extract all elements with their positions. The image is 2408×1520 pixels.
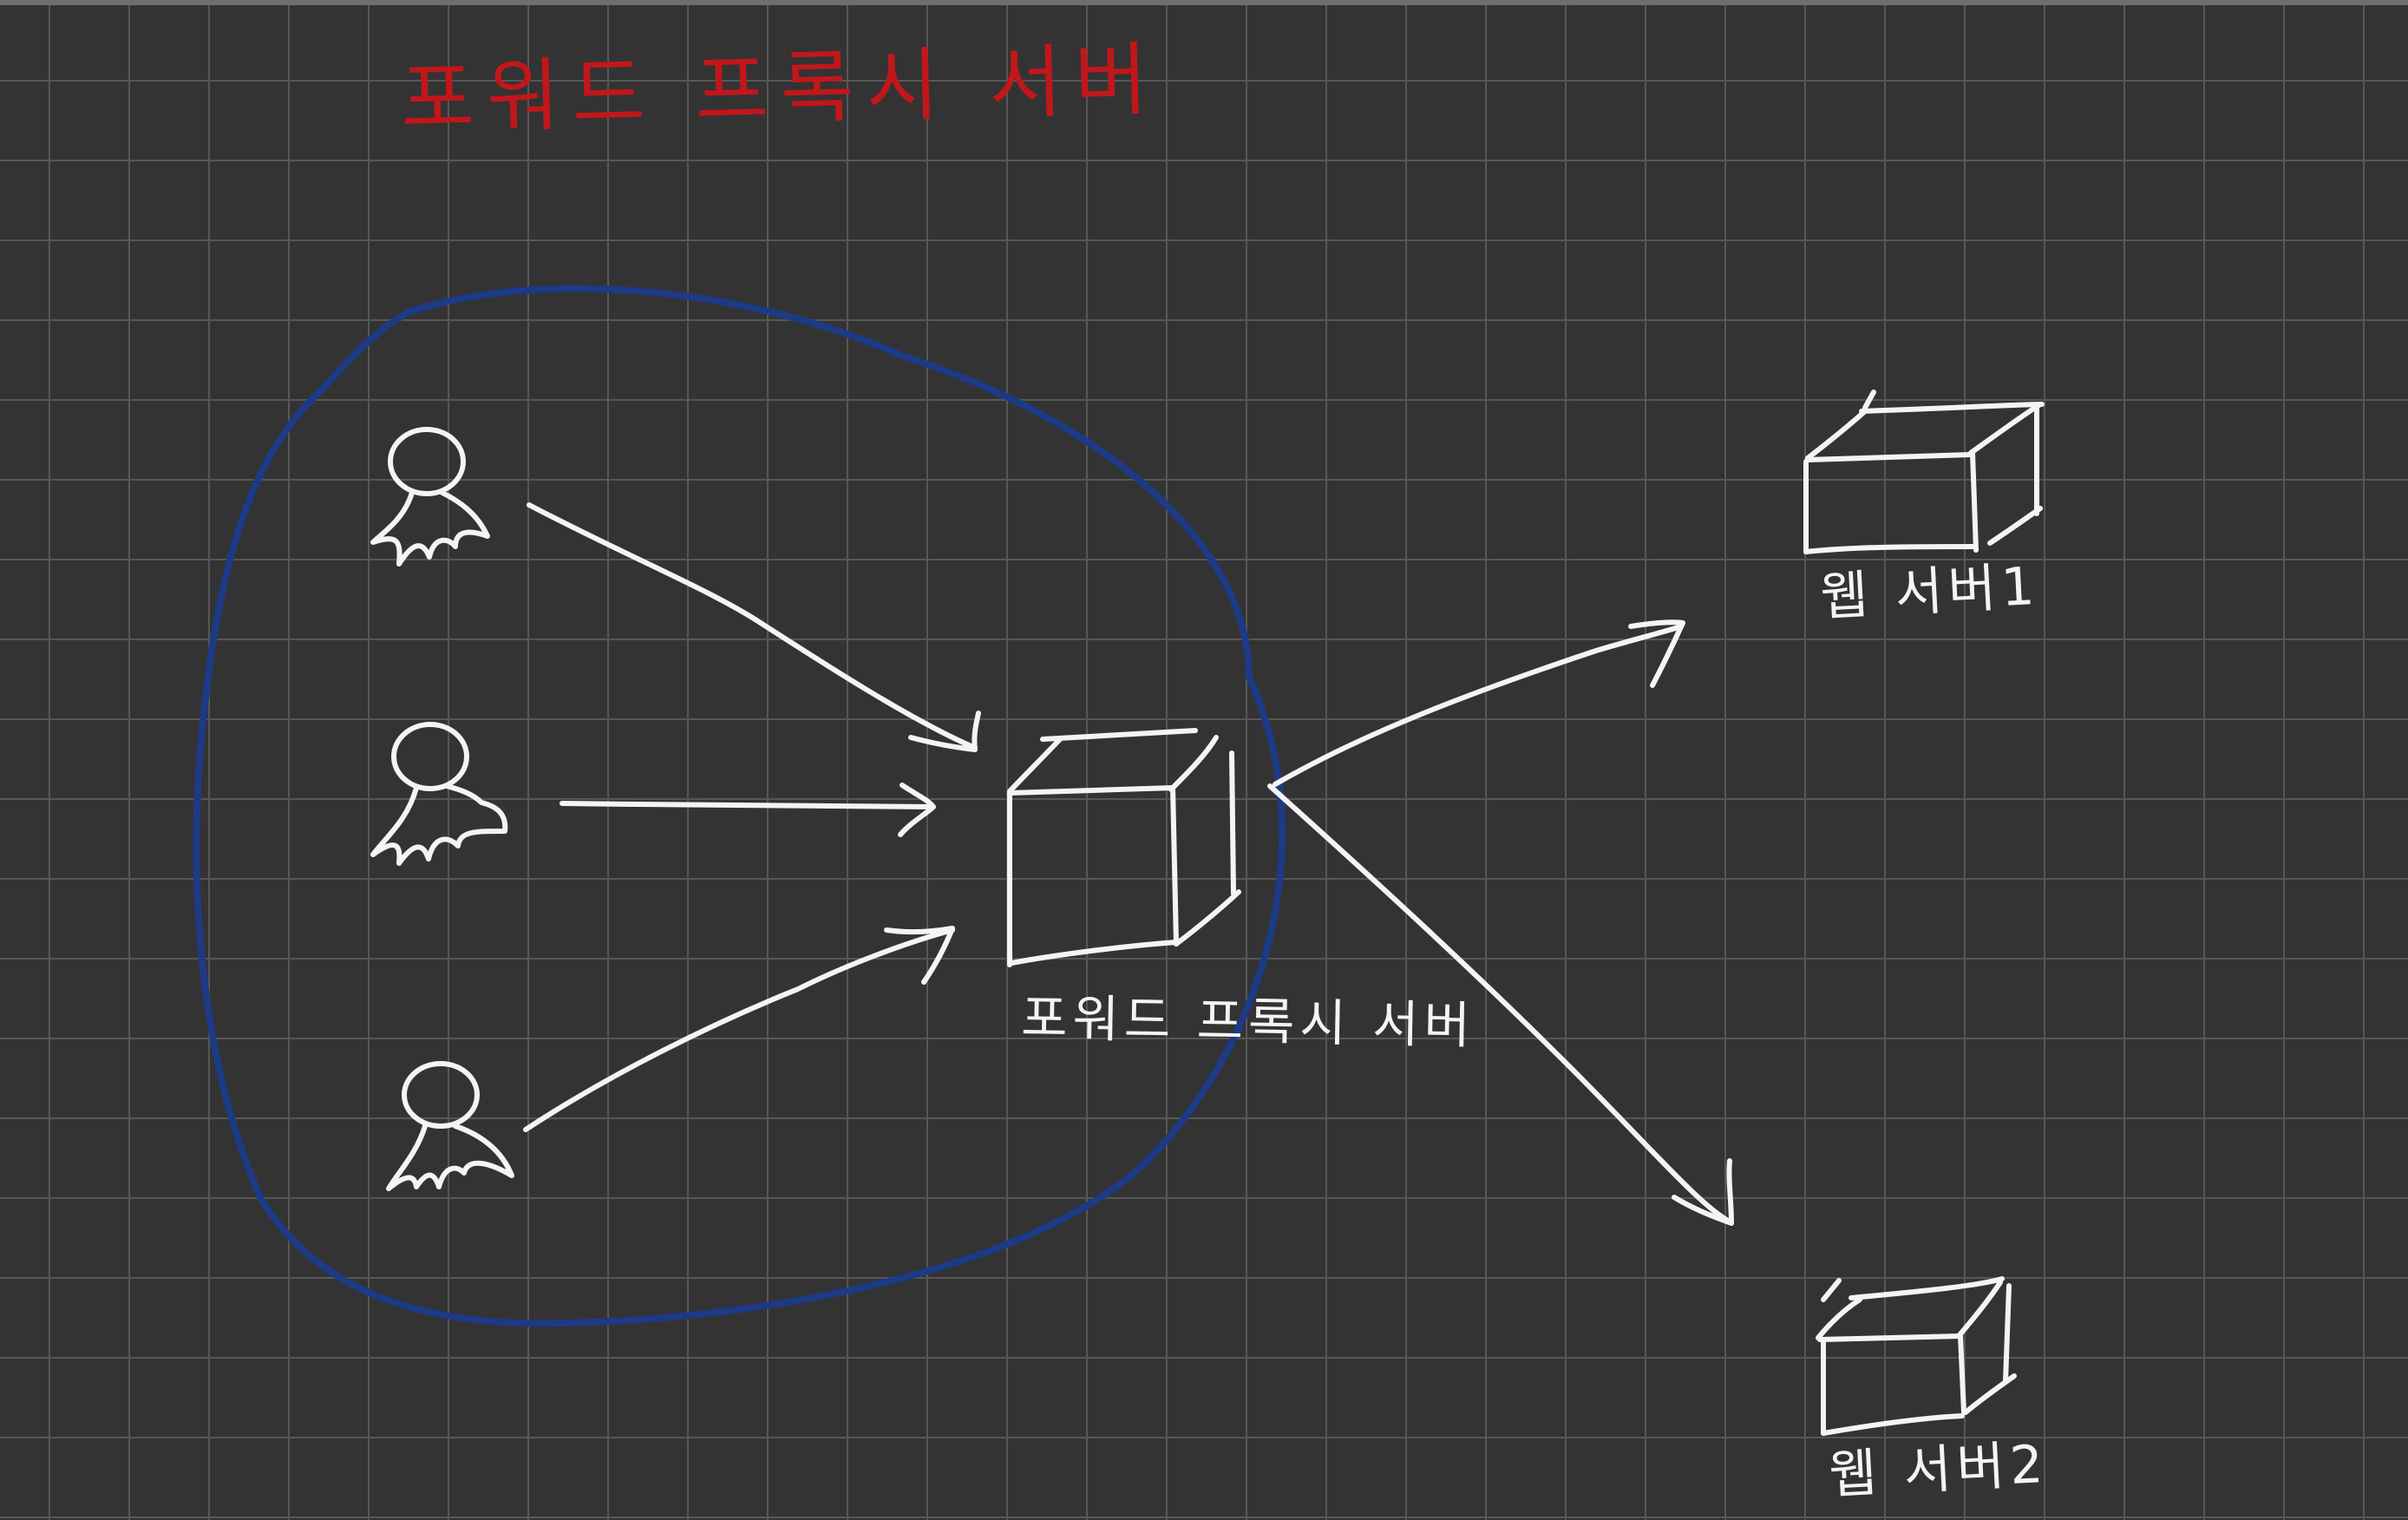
proxy-server [1007,728,1241,967]
server-box-icon [1816,1276,2017,1436]
web-server-1-label: 웹 서버1 [1818,555,2041,628]
user-icon [386,1061,514,1191]
server-box-icon [1007,728,1241,967]
proxy-server-label: 포워드 프록시 서버 [1020,987,1476,1056]
arrow-client-1-to-proxy [527,502,981,752]
web-server-2-label: 웹 서버2 [1827,1433,2050,1506]
user-icon [370,427,490,567]
server-box-icon [1803,390,2045,554]
client-1 [370,427,490,567]
client-2 [370,722,508,866]
arrow-proxy-to-web-server-1 [1273,619,1685,787]
client-3 [386,1061,514,1191]
arrow-proxy-to-web-server-2 [1267,783,1734,1226]
web-server-1 [1803,390,2045,554]
window-top-edge [0,0,2408,5]
client-network-boundary [193,285,1286,1327]
web-server-2 [1816,1276,2017,1436]
user-icon [370,722,508,866]
arrow-client-2-to-proxy [559,783,936,837]
diagram-title: 포워드 프록시 서버 [399,33,1161,146]
arrow-client-3-to-proxy [523,926,955,1132]
